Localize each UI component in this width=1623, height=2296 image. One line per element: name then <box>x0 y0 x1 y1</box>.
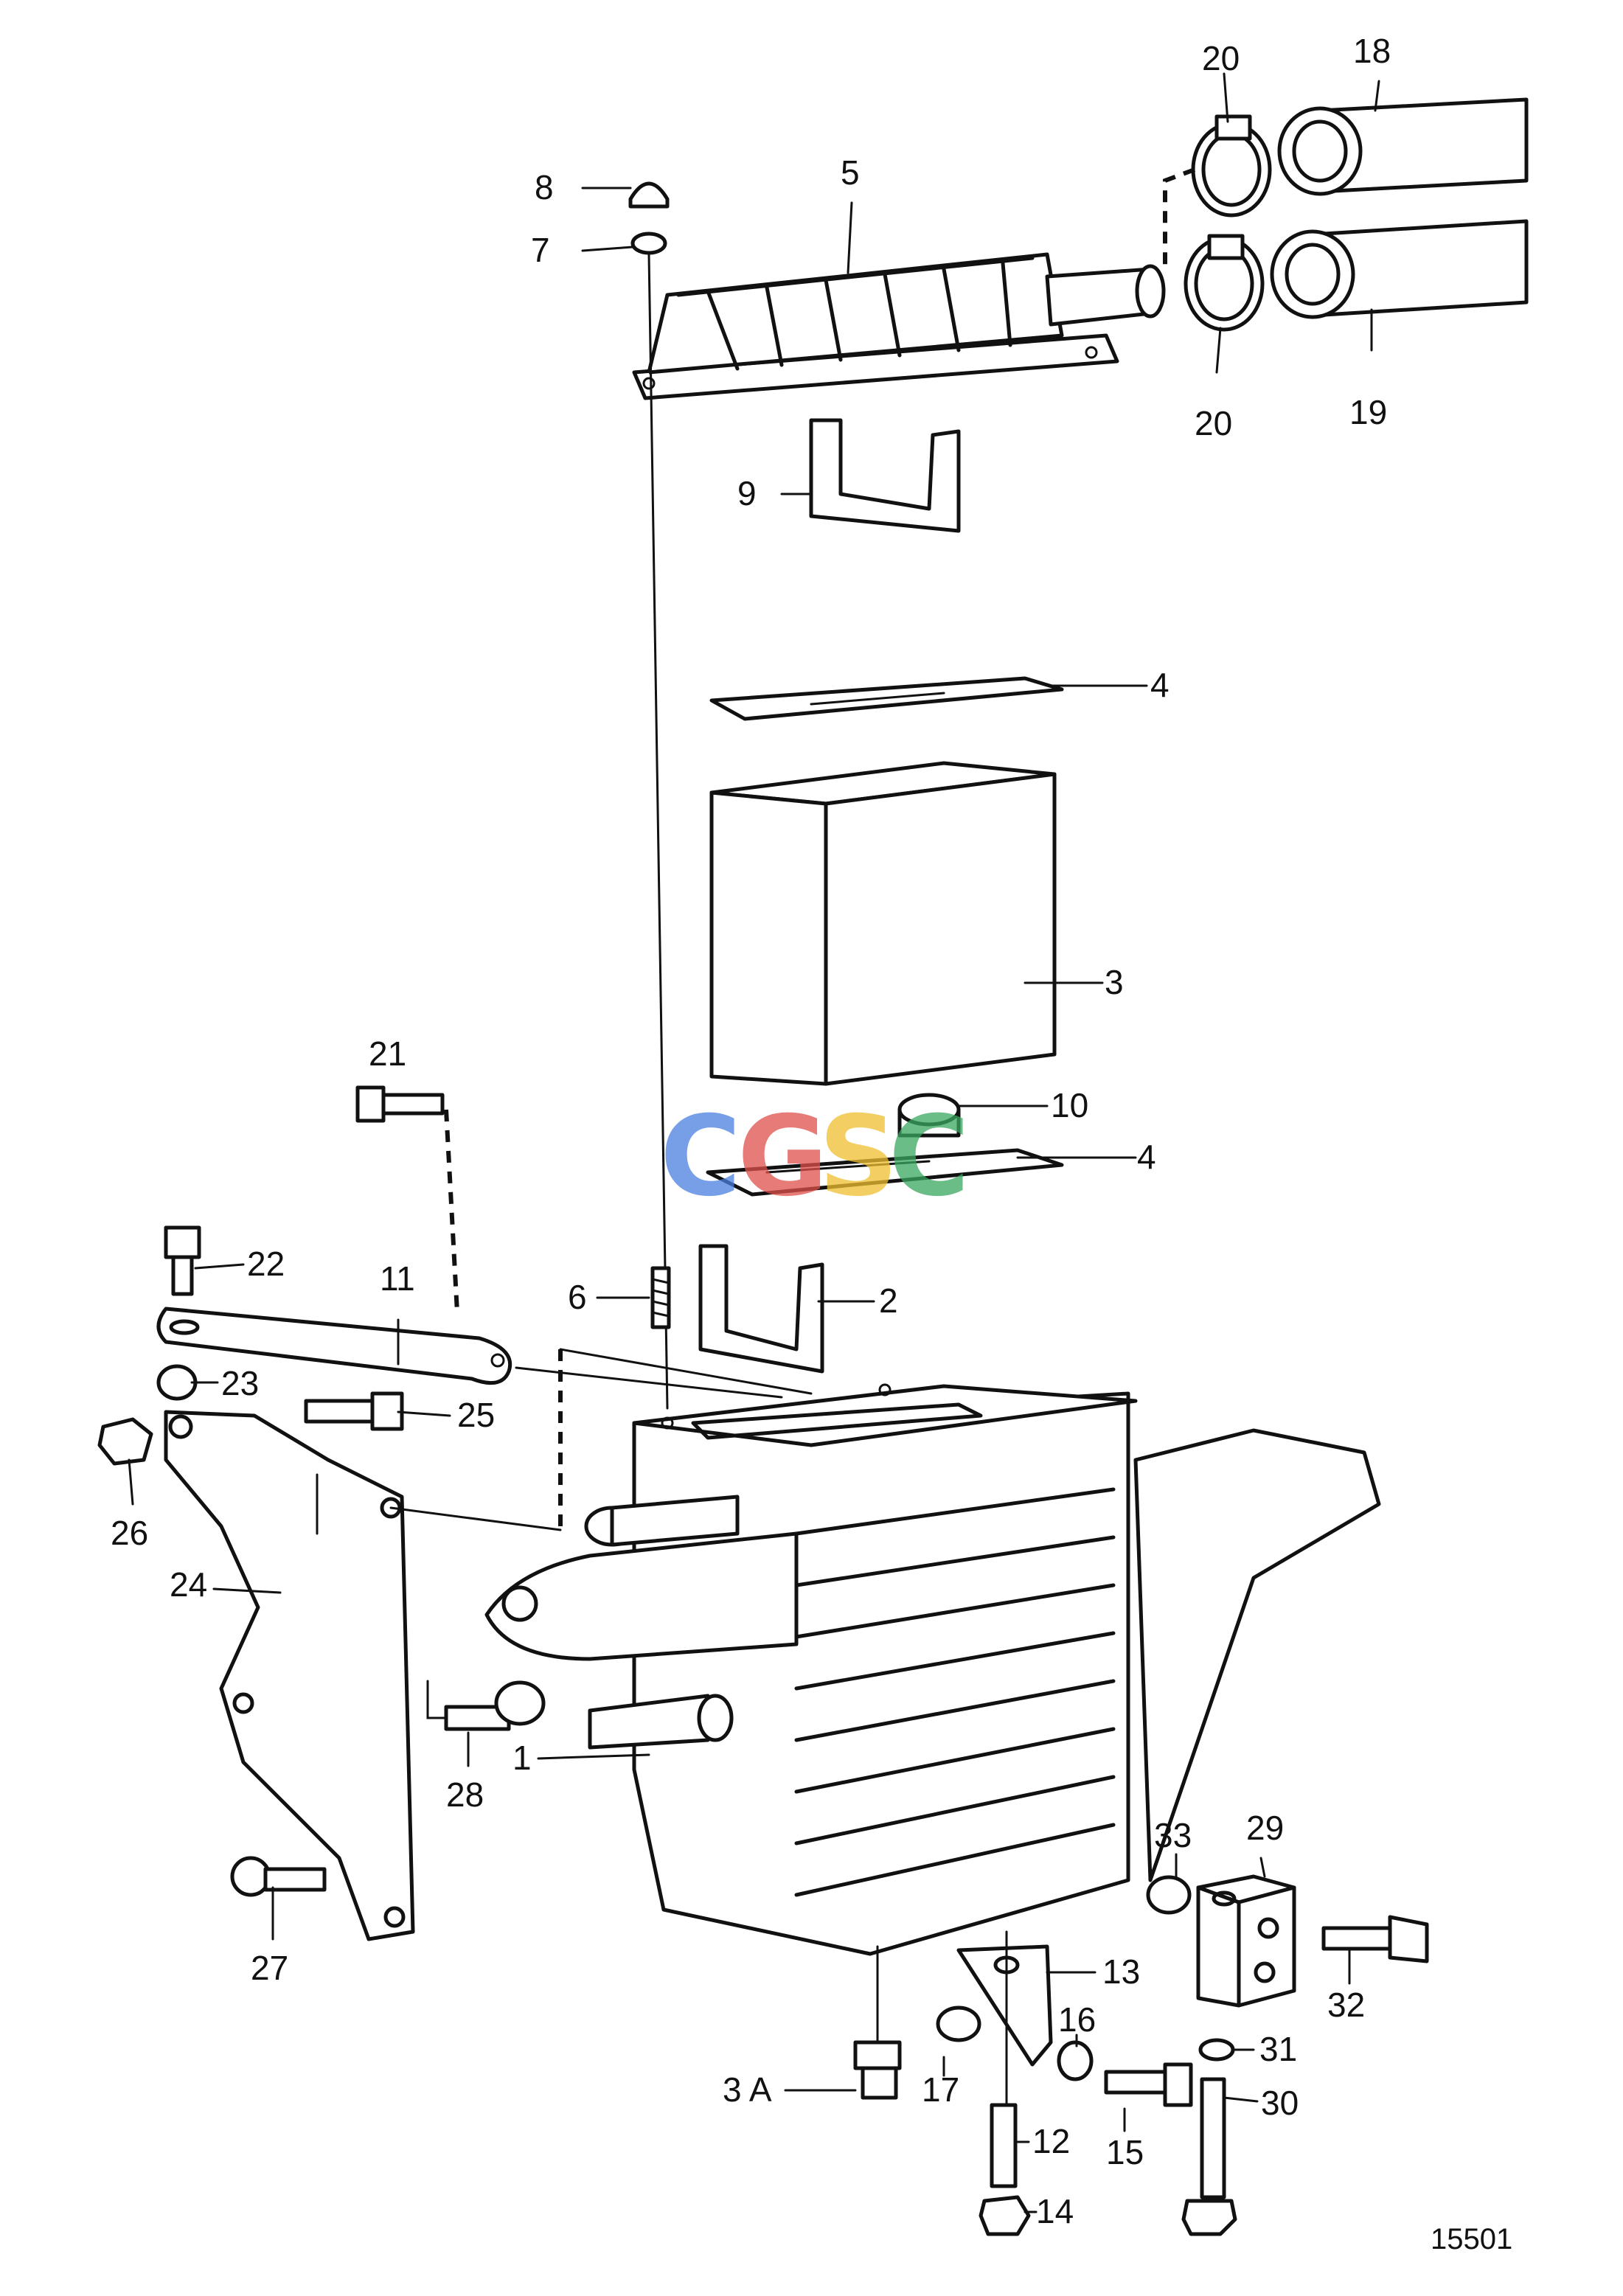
hose-clamp-lower <box>1184 234 1265 332</box>
nut-14 <box>979 2195 1031 2236</box>
bolt-22 <box>164 1225 201 1296</box>
stud-12 <box>990 2103 1018 2188</box>
callout-16: 16 <box>1058 2000 1096 2039</box>
block-29 <box>1196 1874 1296 2008</box>
callout-17: 17 <box>922 2070 959 2109</box>
nut-26 <box>97 1417 153 1466</box>
bracket-24 <box>164 1410 415 1941</box>
watermark-letter-c1: C <box>660 1093 741 1221</box>
callout-10: 10 <box>1051 1086 1088 1124</box>
watermark-letter-c2: C <box>889 1093 970 1221</box>
callout-5: 5 <box>841 153 860 192</box>
bolt-30 <box>1181 2077 1237 2236</box>
callout-4-lower: 4 <box>1137 1138 1156 1176</box>
hose-clamp-upper <box>1191 114 1272 218</box>
assembly-line-bracket-hole <box>389 1506 562 1531</box>
mount-bracket-13 <box>956 1944 1053 2067</box>
callout-26: 26 <box>111 1514 148 1552</box>
grommet-10 <box>897 1093 961 1138</box>
callout-3: 3 <box>1105 963 1124 1001</box>
assembly-line-bolt-21 <box>444 1109 459 1313</box>
callout-31: 31 <box>1259 2030 1297 2068</box>
drain-plug-3a <box>853 2040 902 2100</box>
callout-24: 24 <box>170 1565 207 1604</box>
callout-25: 25 <box>457 1396 495 1434</box>
callout-14: 14 <box>1036 2192 1074 2230</box>
callout-8: 8 <box>535 168 554 206</box>
bolt-32 <box>1321 1915 1429 1963</box>
callout-20-upper: 20 <box>1202 39 1240 77</box>
callout-22: 22 <box>247 1245 285 1283</box>
callout-7: 7 <box>531 231 550 269</box>
callout-27: 27 <box>251 1949 288 1987</box>
bolt-27 <box>230 1856 327 1897</box>
gasket-9 <box>809 418 961 533</box>
cap-nut <box>628 181 670 209</box>
callout-21: 21 <box>369 1034 406 1073</box>
strap-11 <box>156 1307 512 1385</box>
callout-1: 1 <box>512 1739 532 1777</box>
gasket-2 <box>698 1244 824 1374</box>
callout-3a: 3 A <box>723 2070 772 2109</box>
callout-9: 9 <box>737 474 757 512</box>
bolt-21 <box>355 1085 445 1123</box>
nut-23 <box>156 1364 198 1401</box>
assembly-line-hose <box>1163 167 1196 273</box>
bolt-15 <box>1104 2062 1193 2107</box>
callout-30: 30 <box>1261 2084 1299 2122</box>
callout-33: 33 <box>1154 1816 1192 1854</box>
hose-19 <box>1270 219 1529 319</box>
callout-32: 32 <box>1327 1986 1365 2024</box>
assembly-line-strap <box>515 1348 813 1399</box>
spacer-33 <box>1146 1875 1192 1915</box>
callout-13: 13 <box>1102 1952 1140 1991</box>
callout-28: 28 <box>446 1775 484 1814</box>
stud-axis-line <box>647 253 669 1410</box>
callout-19: 19 <box>1349 393 1387 431</box>
watermark-letter-g: G <box>737 1093 828 1221</box>
watermark-letter-s: S <box>819 1093 898 1221</box>
hose-18 <box>1277 97 1529 196</box>
washer-7 <box>630 232 667 255</box>
callout-4-upper: 4 <box>1150 666 1170 704</box>
watermark-logo: C G S C <box>660 1093 970 1221</box>
seal-4-lower <box>706 1148 1064 1197</box>
leader-lines <box>128 72 1380 2213</box>
filter-housing <box>484 1383 1381 1956</box>
seal-4-upper <box>709 676 1064 721</box>
callout-20-lower: 20 <box>1195 404 1232 442</box>
callout-23: 23 <box>221 1364 259 1402</box>
spacer-17 <box>936 2005 981 2042</box>
washer-16 <box>1057 2040 1094 2081</box>
bolt-28 <box>426 1680 546 1731</box>
callout-labels: 20 18 5 8 7 20 19 9 4 3 21 10 4 22 11 6 … <box>111 32 1512 2255</box>
filter-cover <box>632 252 1166 400</box>
filter-element <box>709 761 1057 1086</box>
drawing-number: 15501 <box>1431 2223 1512 2255</box>
callout-11: 11 <box>380 1259 415 1298</box>
callout-15: 15 <box>1106 2133 1144 2171</box>
callout-2: 2 <box>879 1281 898 1320</box>
stud-6 <box>650 1266 671 1329</box>
callout-29: 29 <box>1246 1809 1284 1847</box>
bolt-25 <box>304 1391 404 1431</box>
callout-12: 12 <box>1032 2122 1070 2160</box>
callout-6: 6 <box>568 1278 587 1316</box>
callout-18: 18 <box>1353 32 1391 70</box>
washer-31 <box>1198 2038 1235 2062</box>
